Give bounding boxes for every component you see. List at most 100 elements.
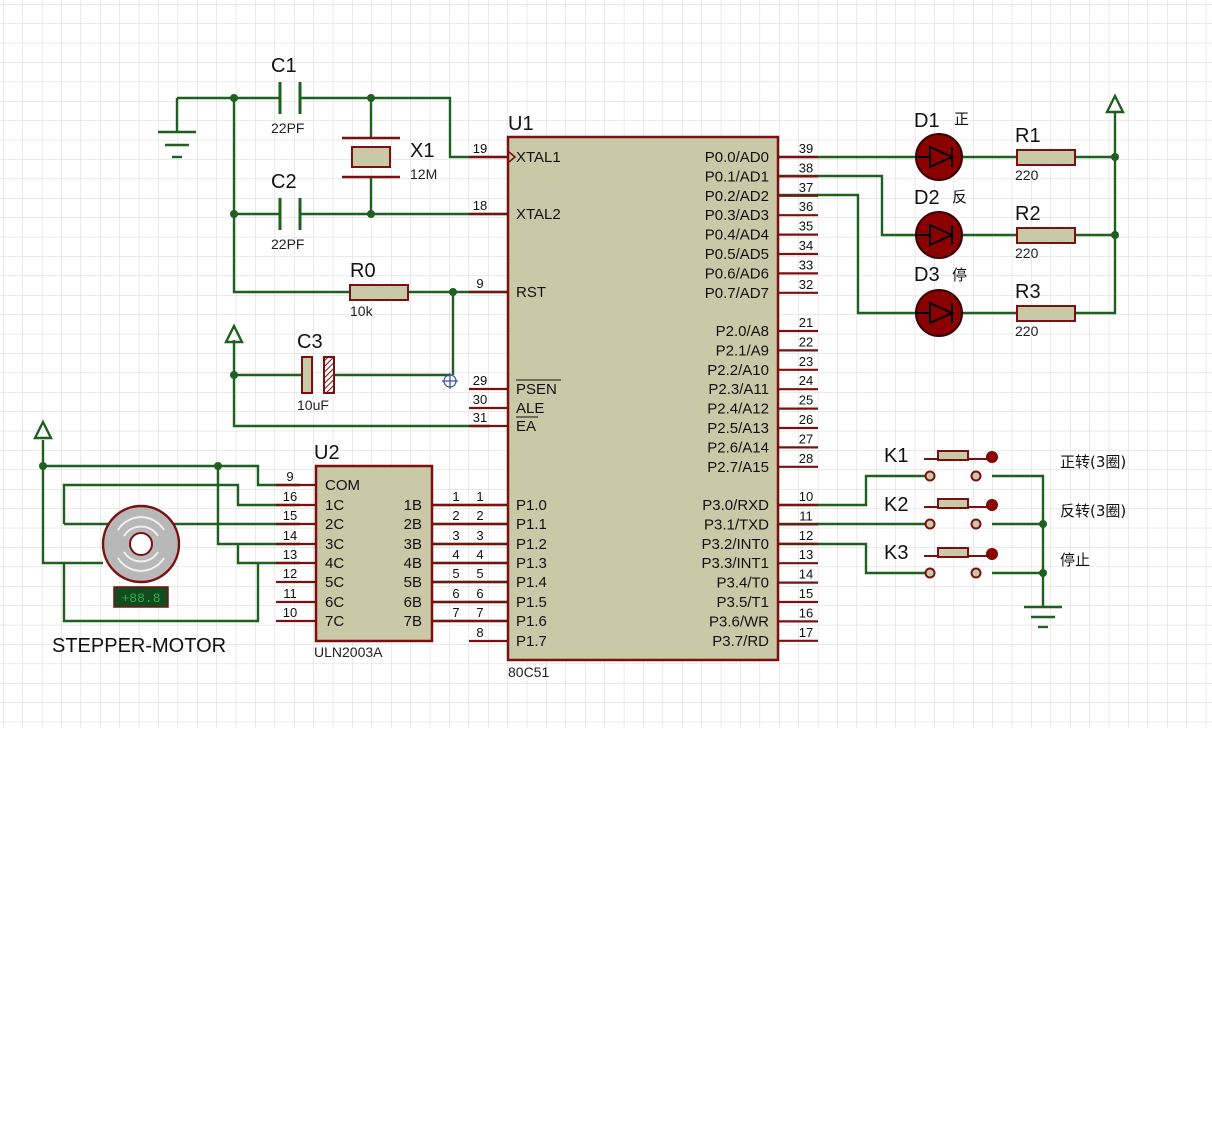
pin-name: P1.1 [516, 516, 547, 533]
k3-note: 停止 [1060, 551, 1090, 569]
pin-number: 28 [799, 451, 813, 466]
driver-u2[interactable]: U2 ULN2003A 9COM161C152C143C134C125C116C… [276, 442, 470, 660]
pin-number: 11 [799, 508, 813, 523]
pin-name: P1.5 [516, 594, 547, 611]
pin-name: P2.3/A11 [708, 381, 769, 398]
junctions [39, 94, 1119, 577]
r2-ref: R2 [1015, 203, 1041, 225]
capacitor-c1[interactable]: C1 22PF [271, 55, 304, 136]
driver-part: ULN2003A [314, 644, 383, 660]
resistor-r2[interactable]: R2 220 [1015, 203, 1076, 261]
pin-name: COM [325, 477, 360, 494]
driver-pin-4: 4 4B [404, 547, 470, 572]
pin-number: 10 [799, 489, 813, 504]
pin-name: 6C [325, 594, 344, 611]
motor-display [113, 586, 169, 608]
d1-note: 正 [954, 110, 969, 128]
pin-name: 4C [325, 555, 344, 572]
pin-name: 5C [325, 574, 344, 591]
mcu-body [506, 135, 780, 662]
pin-number: 18 [473, 198, 487, 213]
pin-number: 3 [476, 528, 483, 543]
pin-name: P0.4/AD4 [705, 227, 769, 244]
pin-number: 23 [799, 354, 813, 369]
mcu-pin-3: 3P1.2 [469, 528, 547, 553]
pin-name: XTAL2 [516, 206, 561, 223]
pin-number: 4 [452, 547, 459, 562]
pin-number: 15 [799, 586, 813, 601]
mcu-u1[interactable]: U1 80C51 19XTAL118XTAL29RST29PSEN30ALE31… [469, 113, 818, 680]
d1-ref: D1 [914, 110, 940, 132]
c2-value: 22PF [271, 236, 304, 252]
resistor-r3[interactable]: R3 220 [1015, 281, 1076, 339]
pin-number: 32 [799, 277, 813, 292]
ground-symbol-right [1024, 605, 1062, 629]
pin-number: 21 [799, 315, 813, 330]
pin-number: 9 [286, 469, 293, 484]
pin-name: 3C [325, 536, 344, 553]
capacitor-c3[interactable]: C3 10uF [297, 331, 335, 413]
power-terminal-led [1105, 93, 1125, 114]
mcu-left-pins: 19XTAL118XTAL29RST29PSEN30ALE31EA1P1.02P… [469, 141, 561, 650]
driver-pin-2: 22B [404, 508, 470, 533]
pin-number: 2 [476, 508, 483, 523]
crystal-x1[interactable]: X1 12M [342, 136, 437, 182]
led-d3[interactable]: D3 停 [914, 264, 967, 337]
pin-number: 4 [476, 547, 483, 562]
pin-name: P1.6 [516, 613, 547, 630]
led-d1[interactable]: D1 正 [914, 110, 969, 181]
r0-ref: R0 [350, 260, 376, 282]
pin-number: 30 [473, 392, 487, 407]
mcu-pin-5: 5P1.4 [469, 566, 547, 591]
resistor-r1[interactable]: R1 220 [1015, 125, 1076, 183]
k2-note: 反转(3圈) [1060, 502, 1126, 520]
driver-pin-5: 55B [404, 566, 470, 591]
pin-name: P1.2 [516, 536, 547, 553]
k2-ref: K2 [884, 494, 908, 516]
motor-label: STEPPER-MOTOR [52, 635, 226, 657]
pin-number: 33 [799, 257, 813, 272]
led-d2[interactable]: D2 反 [914, 187, 967, 259]
pin-number: 6 [452, 586, 459, 601]
stepper-motor[interactable]: +88.8 STEPPER-MOTOR [52, 504, 226, 657]
pin-number: 19 [473, 141, 487, 156]
mcu-pin-2: 2P1.1 [469, 508, 547, 533]
pin-name: 4B [404, 555, 422, 572]
pin-name: P0.6/AD6 [705, 265, 769, 282]
x1-ref: X1 [410, 140, 434, 162]
driver-pin-14: 14 3C [276, 528, 344, 553]
power-terminal-motor [33, 419, 53, 440]
pushbutton-k2[interactable]: K2 反转(3圈) [884, 494, 1126, 530]
pin-number: 11 [283, 586, 297, 601]
pin-number: 14 [283, 528, 297, 543]
d3-note: 停 [952, 266, 967, 284]
pin-number: 10 [283, 605, 297, 620]
pin-number: 12 [283, 566, 297, 581]
pushbutton-k3[interactable]: K3 停止 [884, 542, 1090, 579]
pushbutton-k1[interactable]: K1 正转(3圈) [884, 445, 1126, 482]
pin-name: 1C [325, 497, 344, 514]
driver-ref: U2 [314, 442, 340, 464]
capacitor-c2[interactable]: C2 22PF [271, 171, 304, 252]
resistor-r0[interactable]: R0 10k [349, 260, 409, 319]
pin-name: P0.1/AD1 [705, 168, 769, 185]
pin-name: 3B [404, 536, 422, 553]
pin-number: 25 [799, 393, 813, 408]
pin-name: EA [516, 418, 536, 435]
